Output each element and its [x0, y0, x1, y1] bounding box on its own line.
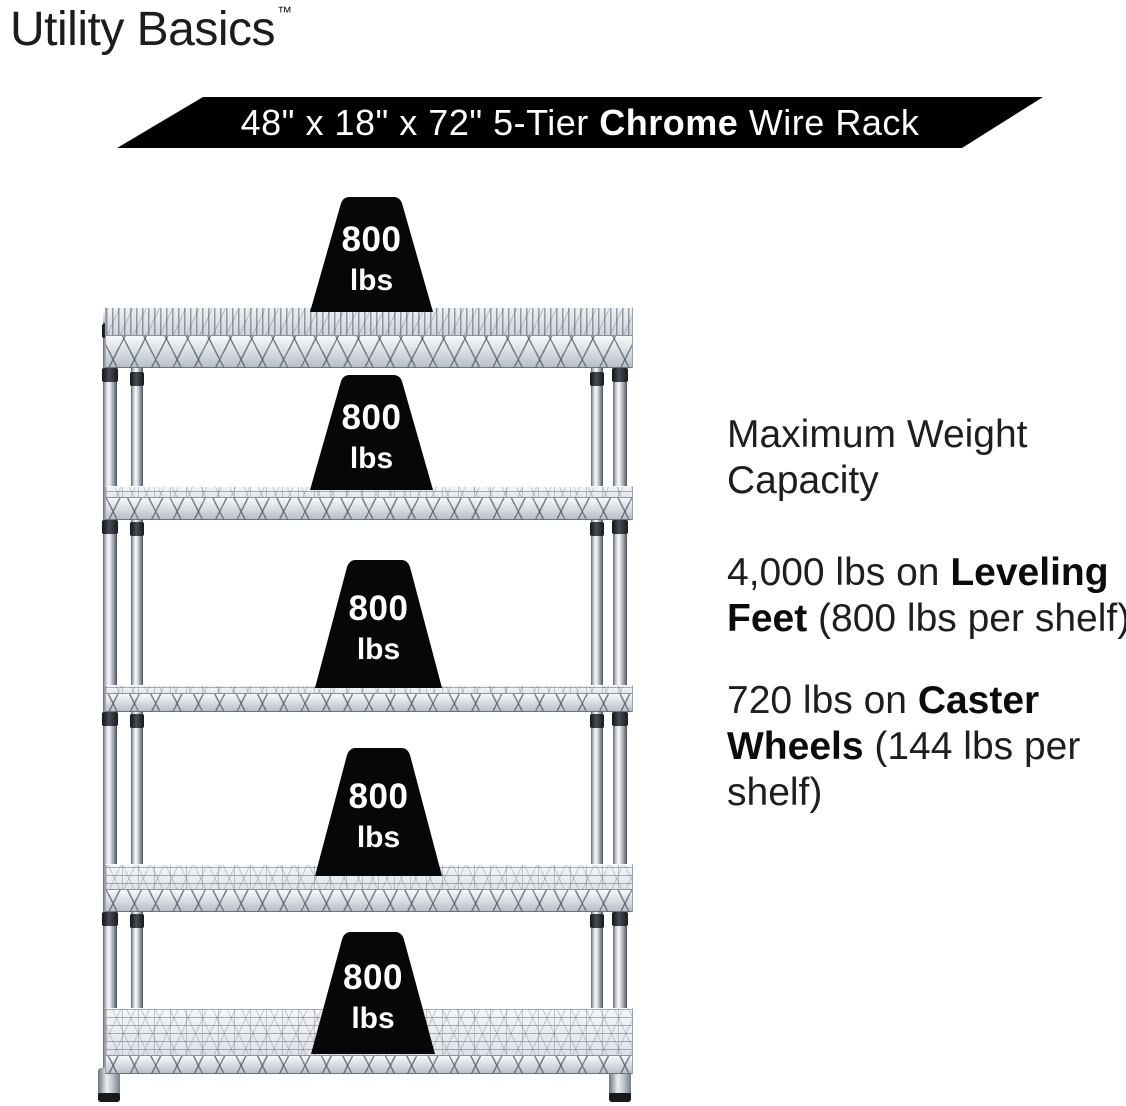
- badge-weight-value: 800: [341, 397, 402, 437]
- post-collar: [102, 368, 118, 382]
- badge-weight-unit: lbs: [356, 633, 401, 666]
- post-collar: [590, 372, 604, 386]
- shelf-front-rim: [105, 497, 633, 520]
- badge-label: 800 lbs: [311, 932, 435, 1054]
- badge-weight-unit: lbs: [356, 821, 401, 854]
- shelf-front-rim: [105, 693, 633, 712]
- post-collar: [130, 522, 144, 536]
- post-collar: [102, 712, 118, 726]
- shelf-tier-4: [105, 864, 633, 912]
- brand-name: Utility Basics: [10, 3, 276, 56]
- post-collar: [612, 520, 628, 534]
- shelf-tier-2: [105, 486, 633, 520]
- banner-product-text: Wire Rack: [738, 101, 920, 143]
- specs-heading: Maximum Weight Capacity: [727, 413, 1028, 502]
- weight-icon: [310, 375, 433, 490]
- shelf-front-rim: [105, 889, 633, 912]
- spec-text-prefix: 4,000 lbs on: [727, 551, 951, 594]
- specs-panel: Maximum Weight Capacity 4,000 lbs on Lev…: [727, 412, 1126, 852]
- spec-text-suffix: (144 lbs per shelf): [727, 725, 1081, 814]
- post-collar: [612, 912, 628, 926]
- weight-icon: [310, 197, 433, 312]
- banner-finish-text: Chrome: [599, 101, 739, 143]
- post-collar: [590, 522, 604, 536]
- weight-badge-tier-2: 800 lbs: [310, 375, 433, 490]
- banner-dimensions-text: 48" x 18" x 72" 5-Tier: [240, 101, 600, 143]
- badge-weight-unit: lbs: [349, 263, 394, 297]
- weight-badge-tier-5: 800 lbs: [311, 932, 435, 1054]
- shelf-tier-1: [105, 307, 633, 368]
- weight-badge-tier-3: 800 lbs: [315, 560, 442, 688]
- trademark-symbol: ™: [277, 4, 293, 21]
- post-collar: [130, 372, 144, 386]
- post-collar: [130, 914, 144, 928]
- post-collar: [590, 914, 604, 928]
- product-title-banner: 48" x 18" x 72" 5-Tier Chrome Wire Rack: [117, 97, 1043, 148]
- badge-label: 800 lbs: [310, 197, 433, 312]
- weight-badge-tier-4: 800 lbs: [315, 748, 442, 876]
- shelf-tier-3: [105, 685, 633, 712]
- weight-badge-tier-1: 800 lbs: [310, 197, 433, 312]
- badge-weight-value: 800: [341, 219, 402, 259]
- post-collar: [102, 520, 118, 534]
- weight-icon: [315, 560, 442, 688]
- shelf-front-rim: [105, 1055, 633, 1074]
- spec-leveling-feet: 4,000 lbs on Leveling Feet (800 lbs per …: [727, 550, 1126, 642]
- spec-text-suffix: (800 lbs per shelf): [807, 597, 1126, 640]
- spec-text-bold: Leveling Feet: [727, 551, 1109, 640]
- post-collar: [612, 712, 628, 726]
- badge-label: 800 lbs: [310, 375, 433, 490]
- wire-rack: 800 lbs 800 lbs 800 lbs 800 lbs: [95, 190, 640, 1106]
- banner-text: 48" x 18" x 72" 5-Tier Chrome Wire Rack: [241, 102, 920, 144]
- spec-text-prefix: 720 lbs on: [727, 679, 918, 722]
- spec-text-bold: Caster Wheels: [727, 679, 1040, 768]
- badge-weight-value: 800: [348, 777, 409, 816]
- badge-label: 800 lbs: [315, 748, 442, 876]
- post-collar: [612, 368, 628, 382]
- weight-icon: [315, 748, 442, 876]
- post-collar: [130, 714, 144, 728]
- leveling-foot-right: [609, 1068, 631, 1102]
- post-collar: [590, 714, 604, 728]
- leveling-foot-left: [98, 1068, 120, 1102]
- badge-weight-unit: lbs: [349, 441, 394, 475]
- post-collar: [102, 912, 118, 926]
- shelf-front-rim: [105, 335, 633, 368]
- badge-weight-unit: lbs: [351, 1002, 395, 1035]
- badge-label: 800 lbs: [315, 560, 442, 688]
- badge-weight-value: 800: [348, 589, 409, 628]
- weight-icon: [311, 932, 435, 1054]
- spec-caster-wheels: 720 lbs on Caster Wheels (144 lbs per sh…: [727, 678, 1126, 816]
- badge-weight-value: 800: [343, 958, 403, 997]
